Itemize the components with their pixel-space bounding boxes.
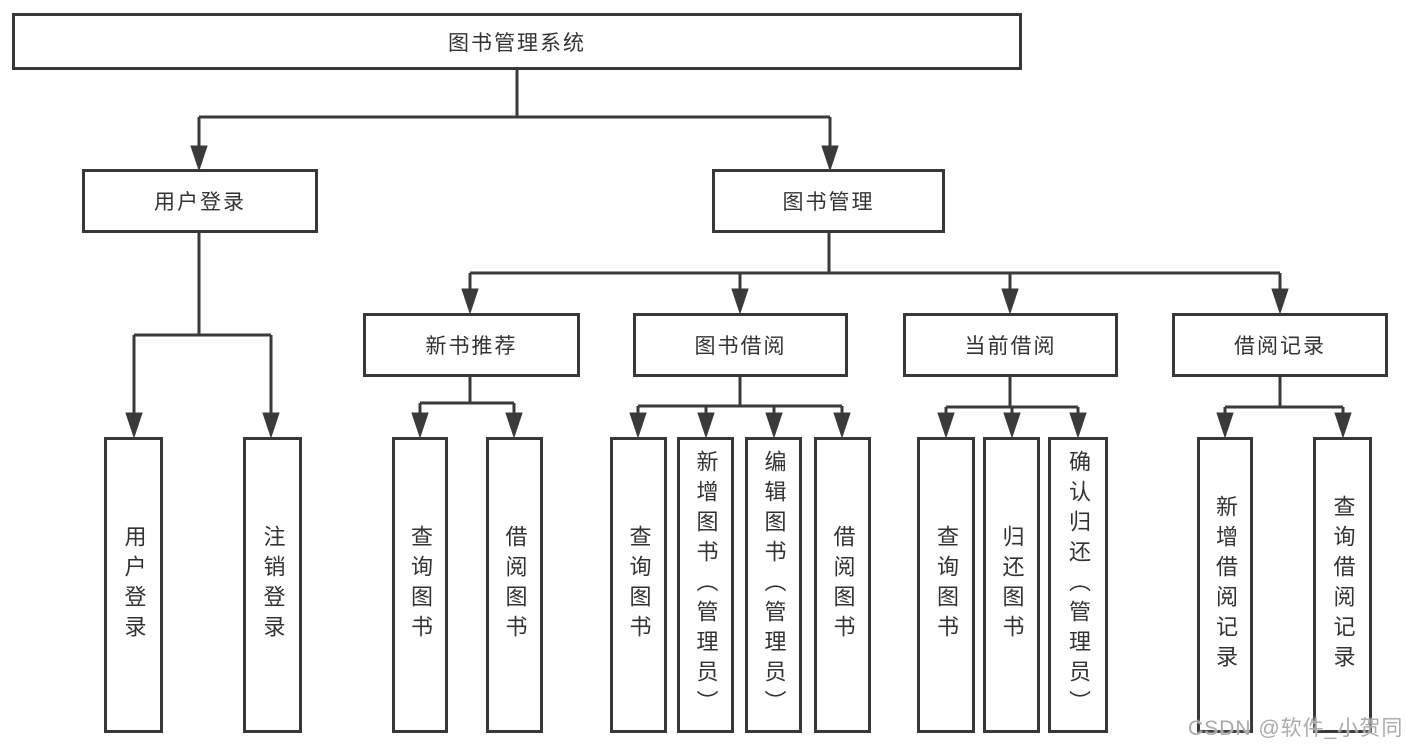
node-leaf-newbooks-query-books: 查询图书 [392,437,448,733]
node-leaf-borrow-borrow-books: 借阅图书 [814,437,871,733]
node-book-borrowing-label: 图书借阅 [694,335,787,358]
node-library-system: 图书管理系统 [12,13,1022,70]
node-leaf-user-login: 用户登录 [104,437,163,733]
node-leaf-user-login-label: 用户登录 [121,525,147,645]
node-book-borrowing: 图书借阅 [633,313,848,377]
node-borrowing-records-label: 借阅记录 [1234,335,1326,358]
node-leaf-add-borrow-record-label: 新增借阅记录 [1213,495,1238,675]
node-leaf-borrow-query-books-label: 查询图书 [626,525,652,645]
node-user-login: 用户登录 [82,169,318,233]
node-leaf-return-books: 归还图书 [983,437,1040,733]
connector-bookmgmt-to-level3 [461,233,1289,315]
node-user-login-label: 用户登录 [154,191,246,214]
node-leaf-current-query-books: 查询图书 [917,437,975,733]
connector-userlogin-to-leaves [125,233,280,439]
connector-newbooks-to-leaves [411,377,523,439]
node-leaf-borrow-borrow-books-label: 借阅图书 [830,525,856,645]
node-library-system-label: 图书管理系统 [448,31,586,55]
connector-root-to-level2 [190,70,839,172]
node-current-borrowing: 当前借阅 [903,313,1118,377]
node-leaf-edit-books-admin: 编辑图书（管理员） [745,437,802,733]
node-leaf-borrow-query-books: 查询图书 [610,437,667,733]
node-new-book-recommendation-label: 新书推荐 [425,335,518,358]
node-leaf-query-borrow-record-label: 查询借阅记录 [1330,495,1356,675]
connector-records-to-leaves [1216,377,1352,439]
node-leaf-add-books-admin-label: 新增图书（管理员） [693,450,719,720]
node-current-borrowing-label: 当前借阅 [964,335,1057,358]
node-book-management-label: 图书管理 [782,191,875,214]
node-borrowing-records: 借阅记录 [1172,313,1388,377]
node-leaf-edit-books-admin-label: 编辑图书（管理员） [761,450,787,720]
node-leaf-confirm-return-admin: 确认归还（管理员） [1048,437,1108,733]
node-new-book-recommendation: 新书推荐 [363,313,580,377]
node-leaf-logout: 注销登录 [243,437,302,733]
node-leaf-newbooks-query-books-label: 查询图书 [408,525,433,645]
node-book-management: 图书管理 [712,169,945,233]
node-leaf-query-borrow-record: 查询借阅记录 [1313,437,1372,733]
node-leaf-return-books-label: 归还图书 [999,525,1025,645]
node-leaf-add-books-admin: 新增图书（管理员） [677,437,734,733]
node-leaf-newbooks-borrow-books-label: 借阅图书 [502,525,528,645]
node-leaf-logout-label: 注销登录 [260,525,286,645]
connector-current-to-leaves [937,377,1087,439]
node-leaf-current-query-books-label: 查询图书 [934,525,959,645]
node-leaf-newbooks-borrow-books: 借阅图书 [486,437,543,733]
node-leaf-add-borrow-record: 新增借阅记录 [1197,437,1253,733]
node-leaf-confirm-return-admin-label: 确认归还（管理员） [1066,450,1091,720]
watermark-text: CSDN @软件_小贺同学 [1188,717,1405,740]
connector-borrow-to-leaves [629,377,851,439]
